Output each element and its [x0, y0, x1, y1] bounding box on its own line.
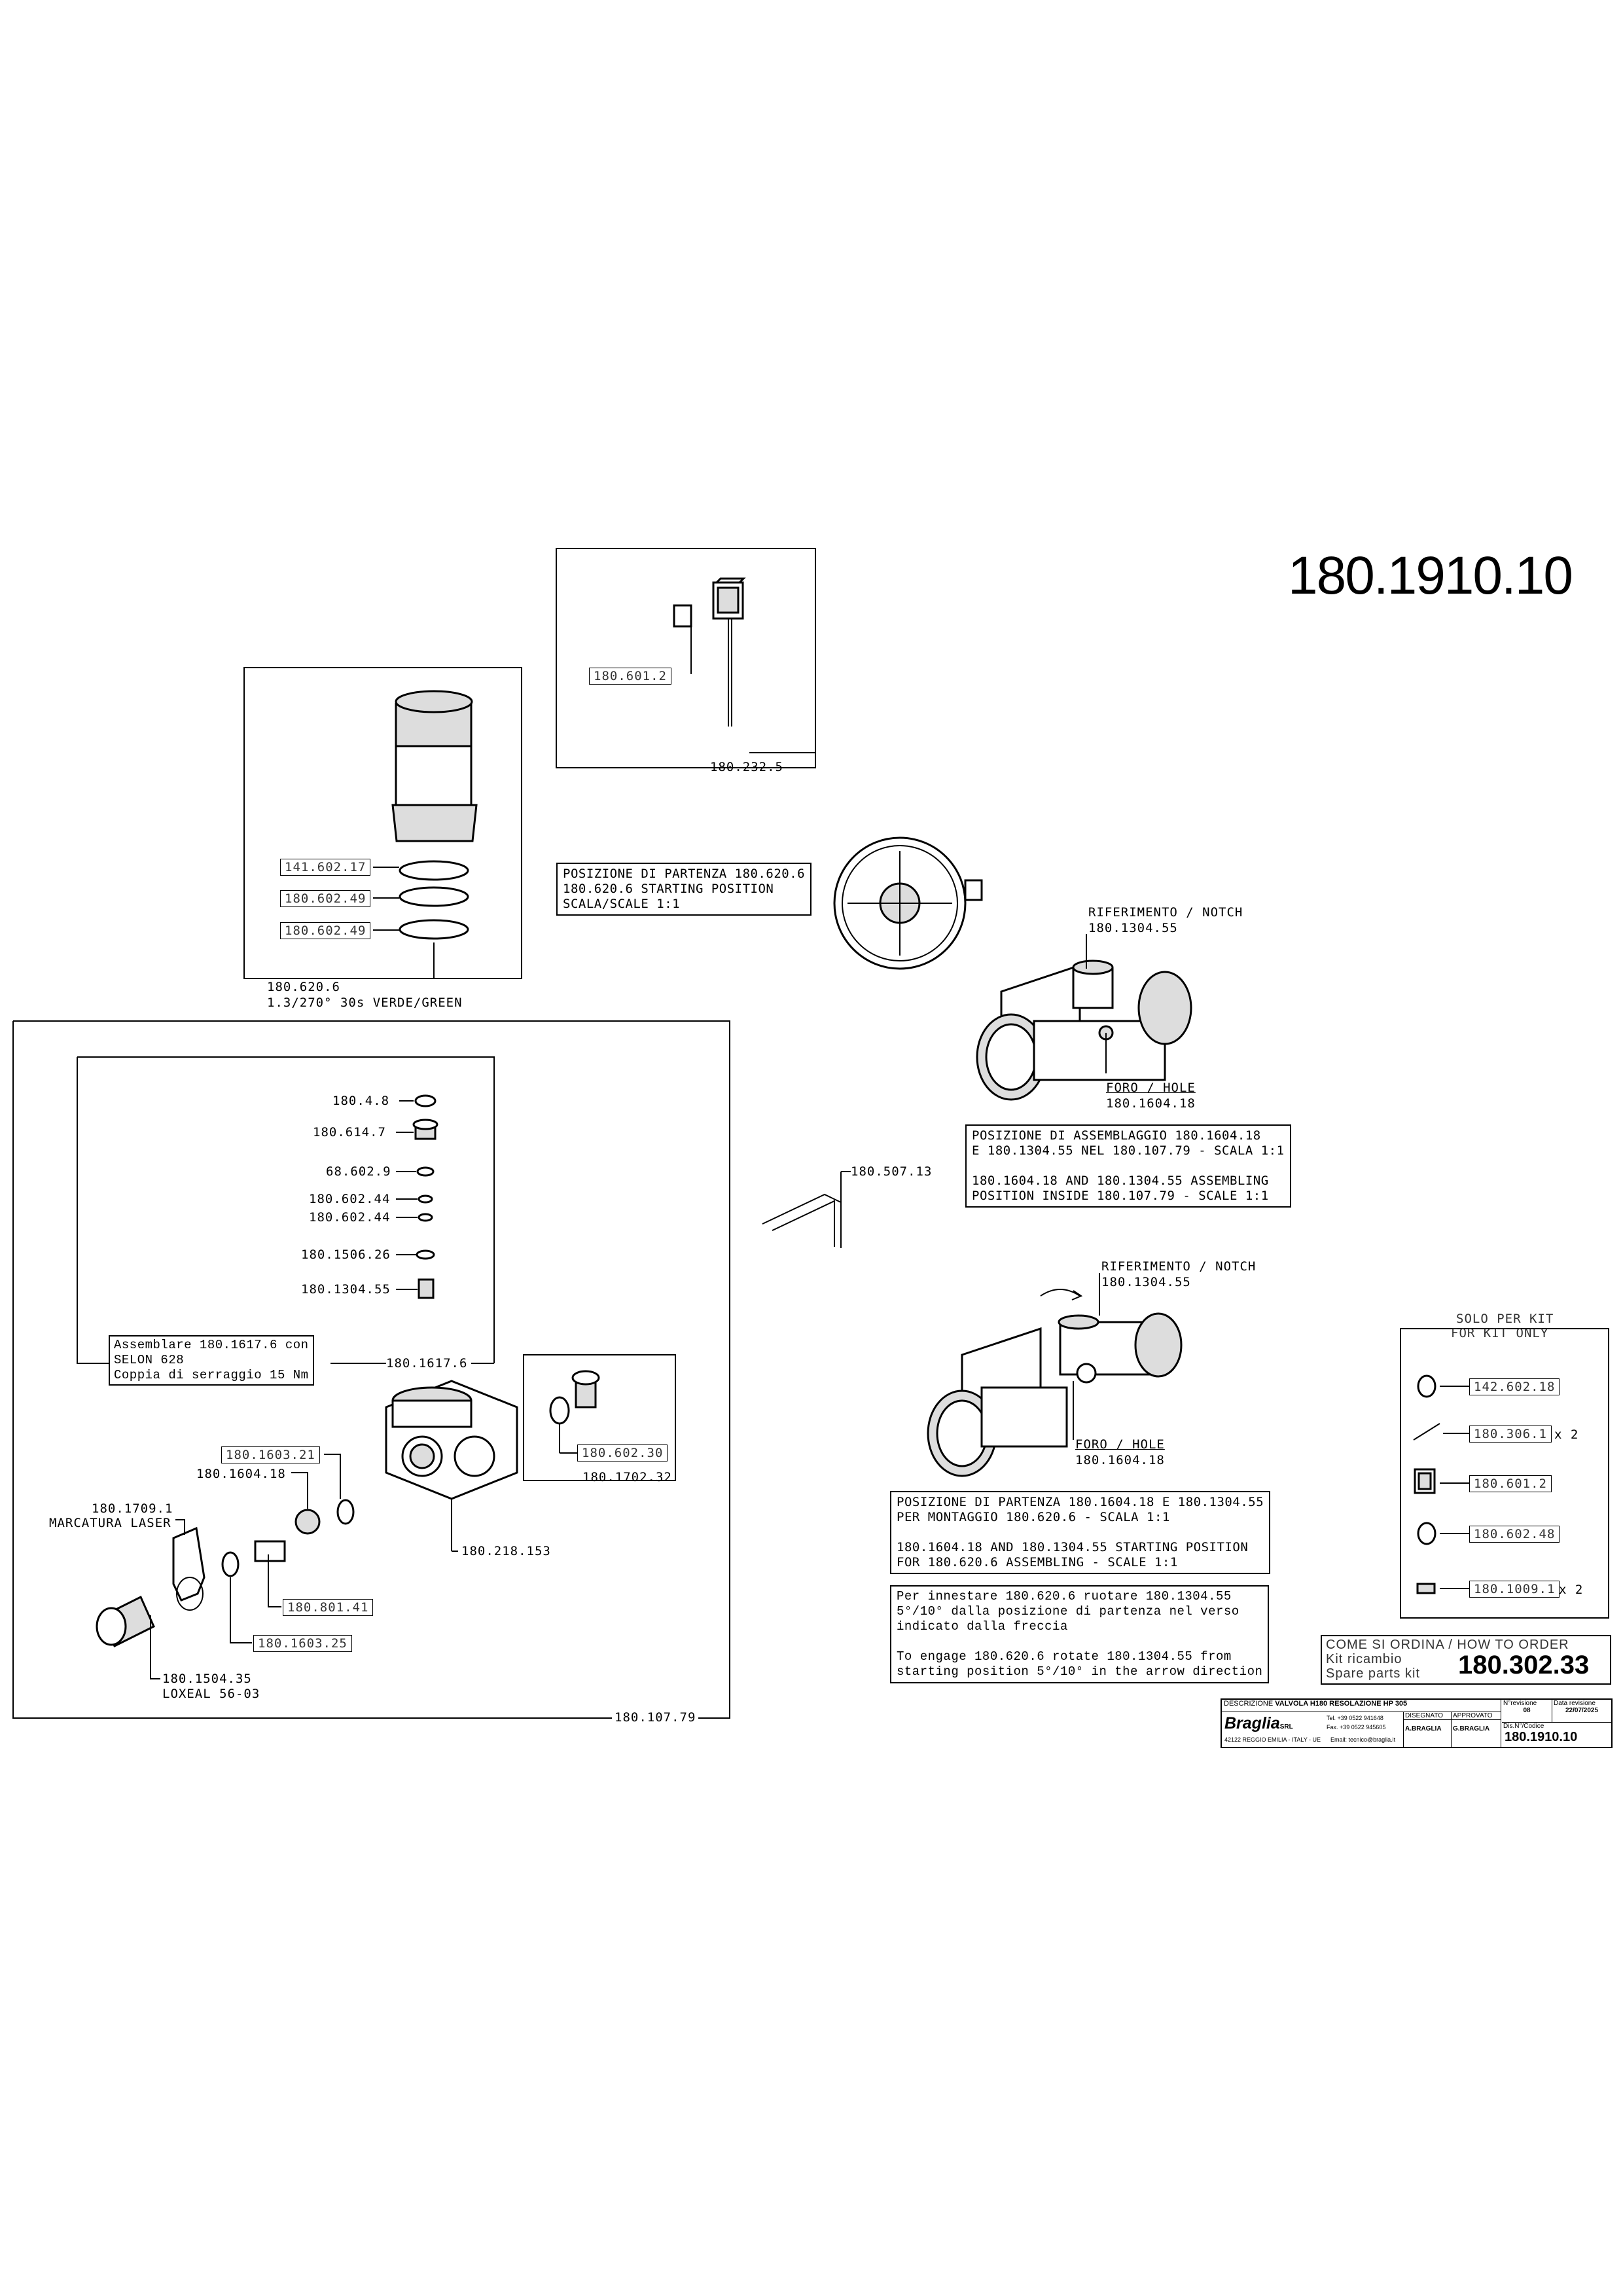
- approved-value: G.BRAGLIA: [1453, 1725, 1490, 1732]
- solo-kit-item-4: 180.602.48: [1469, 1526, 1560, 1543]
- cable-part-label: 180.601.2: [589, 668, 671, 685]
- assemble-ref: 180.1617.6: [386, 1356, 468, 1371]
- actuator-drawing: [391, 690, 478, 940]
- part-1504-line1: 180.1504.35: [162, 1672, 252, 1686]
- valve-body-drawing: [385, 1380, 518, 1500]
- company-name: Braglia: [1224, 1714, 1280, 1732]
- kit-line2: Kit ricambio: [1326, 1652, 1402, 1666]
- clip-drawing: [762, 1171, 851, 1248]
- kit-line1: COME SI ORDINA / HOW TO ORDER: [1326, 1638, 1569, 1652]
- company-logo: BragliaSRL: [1224, 1714, 1293, 1733]
- solo-kit-title2: FOR KIT ONLY: [1451, 1326, 1549, 1340]
- inner-part-3: 68.602.9: [326, 1164, 391, 1179]
- part-801-41: 180.801.41: [283, 1599, 374, 1616]
- solo-kit-item-1: 142.602.18: [1469, 1378, 1560, 1395]
- actuator-part-2: 180.602.49: [280, 890, 371, 907]
- desc-label: DESCRIZIONE: [1224, 1700, 1274, 1708]
- union-box-frame: [523, 1354, 676, 1481]
- cable-box-ref: 180.232.5: [710, 760, 783, 774]
- solo-kit-item-2: 180.306.1: [1469, 1426, 1552, 1443]
- part-1709-line1: 180.1709.1: [92, 1501, 173, 1516]
- assembly-note: POSIZIONE DI ASSEMBLAGGIO 180.1604.18 E …: [965, 1124, 1291, 1208]
- outer-ref: 180.107.79: [612, 1710, 699, 1725]
- code-label: Dis.N°/Codice: [1503, 1723, 1544, 1730]
- solo-kit-item-3: 180.601.2: [1469, 1475, 1552, 1492]
- part-1604-18: 180.1604.18: [196, 1467, 286, 1481]
- inner-parts-drawings: [412, 1094, 438, 1299]
- company-address: 42122 REGGIO EMILIA - ITALY - UE: [1224, 1736, 1321, 1743]
- solo-kit-item-5: 180.1009.1: [1469, 1581, 1560, 1598]
- actuator-ref-line2: 1.3/270° 30s VERDE/GREEN: [267, 996, 463, 1010]
- kit-order-box: COME SI ORDINA / HOW TO ORDER Kit ricamb…: [1321, 1635, 1611, 1685]
- union-drawing: [549, 1370, 600, 1425]
- body-small-parts: [96, 1499, 355, 1648]
- start-position-note: POSIZIONE DI PARTENZA 180.620.6 180.620.…: [556, 863, 812, 916]
- desc-value: VALVOLA H180 RESOLAZIONE HP 305: [1275, 1700, 1408, 1708]
- notch-top: RIFERIMENTO / NOTCH 180.1304.55: [1088, 905, 1243, 935]
- start-note-2: POSIZIONE DI PARTENZA 180.1604.18 E 180.…: [890, 1491, 1271, 1574]
- rev-label: N°revisione: [1503, 1700, 1537, 1707]
- union-part: 180.602.30: [577, 1444, 668, 1462]
- actuator-part-3: 180.602.49: [280, 922, 371, 939]
- company-cell: BragliaSRL Tel. +39 0522 941648 Fax. +39…: [1222, 1712, 1404, 1747]
- inner-parts-frame-left: [77, 1057, 110, 1364]
- assemble-note: Assemblare 180.1617.6 con SELON 628 Copp…: [109, 1335, 314, 1386]
- inner-part-7: 180.1304.55: [301, 1282, 391, 1297]
- code-value: 180.1910.10: [1505, 1730, 1578, 1744]
- part-1709-line2: MARCATURA LASER: [49, 1516, 171, 1530]
- valve-top-drawing: [976, 960, 1192, 1101]
- solo-kit-title1: SOLO PER KIT: [1456, 1312, 1554, 1326]
- rev-value: 08: [1523, 1707, 1531, 1714]
- part-1603-25: 180.1603.25: [253, 1635, 352, 1652]
- title-block: DESCRIZIONE VALVOLA H180 RESOLAZIONE HP …: [1221, 1698, 1613, 1748]
- actuator-top-view-drawing: [833, 836, 983, 970]
- part-218-153: 180.218.153: [461, 1544, 551, 1558]
- solo-kit-qty-2: x 2: [1554, 1427, 1579, 1442]
- drawn-label: DISEGNATO: [1404, 1712, 1451, 1720]
- union-ref: 180.1702.32: [582, 1470, 672, 1484]
- approved-label: APPROVATO: [1452, 1712, 1501, 1720]
- hole-top: FORO / HOLE 180.1604.18: [1106, 1081, 1196, 1111]
- actuator-box-frame: [243, 667, 522, 979]
- kit-line3: Spare parts kit: [1326, 1666, 1420, 1681]
- inner-part-6: 180.1506.26: [301, 1247, 391, 1262]
- valve-bottom-drawing: [927, 1289, 1183, 1477]
- clip-label: 180.507.13: [851, 1164, 933, 1179]
- actuator-part-1: 141.602.17: [280, 859, 371, 876]
- notch-bottom: RIFERIMENTO / NOTCH 180.1304.55: [1101, 1259, 1257, 1289]
- inner-part-5: 180.602.44: [309, 1210, 391, 1225]
- date-value: 22/07/2025: [1565, 1707, 1599, 1714]
- inner-part-1: 180.4.8: [332, 1094, 390, 1108]
- solo-kit-frame: [1400, 1328, 1609, 1619]
- hole-bottom: FORO / HOLE 180.1604.18: [1075, 1437, 1165, 1467]
- actuator-ref-line1: 180.620.6: [267, 980, 340, 994]
- cable-connector-drawing: [673, 577, 815, 753]
- cable-box-frame: [556, 548, 816, 768]
- drawn-value: A.BRAGLIA: [1405, 1725, 1442, 1732]
- company-fax: Fax. +39 0522 945605: [1327, 1724, 1386, 1731]
- kit-code: 180.302.33: [1458, 1651, 1590, 1679]
- inner-parts-frame: [77, 1056, 495, 1363]
- date-label: Data revisione: [1554, 1700, 1596, 1707]
- inner-part-4: 180.602.44: [309, 1192, 391, 1206]
- engage-note: Per innestare 180.620.6 ruotare 180.1304…: [890, 1585, 1270, 1683]
- company-tel: Tel. +39 0522 941648: [1327, 1715, 1383, 1721]
- company-email: Email: tecnico@braglia.it: [1330, 1736, 1396, 1743]
- doc-number: 180.1910.10: [1288, 546, 1573, 605]
- inner-part-2: 180.614.7: [313, 1125, 386, 1139]
- solo-kit-qty-5: x 2: [1559, 1583, 1584, 1597]
- company-suffix: SRL: [1279, 1723, 1293, 1731]
- part-1504-line2: LOXEAL 56-03: [162, 1687, 260, 1701]
- solo-kit-icons: [1413, 1374, 1440, 1594]
- part-1603-21: 180.1603.21: [221, 1446, 320, 1463]
- outer-valve-frame: [12, 1020, 730, 1719]
